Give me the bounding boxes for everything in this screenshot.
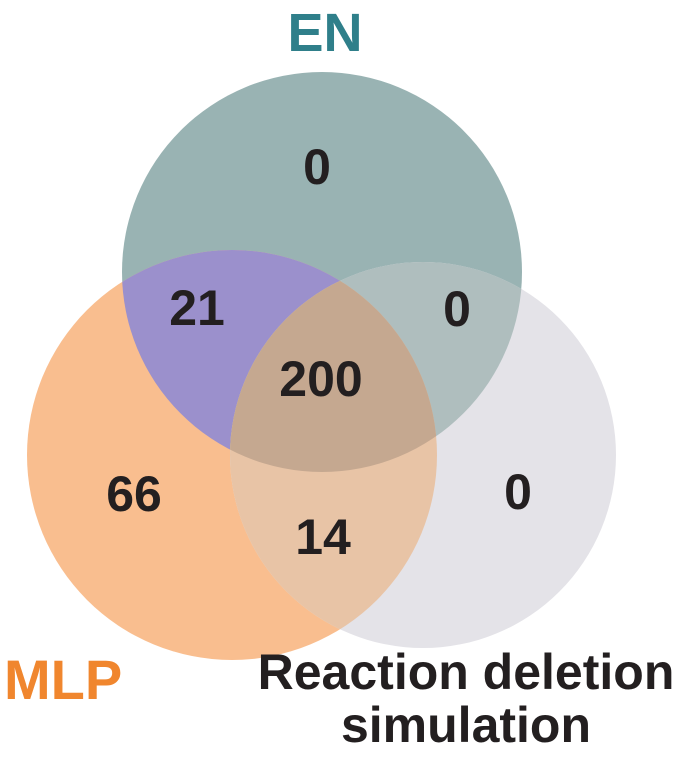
count-en-reaction: 0 — [443, 281, 471, 337]
count-center: 200 — [279, 351, 363, 407]
count-en-mlp: 21 — [169, 280, 225, 336]
count-mlp-only: 66 — [106, 466, 162, 522]
set-label-reaction-line1: Reaction deletion — [257, 644, 675, 700]
count-en-only: 0 — [303, 139, 331, 195]
set-label-reaction: Reaction deletion simulation — [258, 646, 675, 752]
set-label-en: EN — [287, 3, 363, 63]
count-mlp-reaction: 14 — [295, 509, 351, 565]
set-label-reaction-line2: simulation — [340, 697, 592, 753]
count-reaction-only: 0 — [504, 464, 532, 520]
set-label-mlp: MLP — [4, 648, 123, 711]
